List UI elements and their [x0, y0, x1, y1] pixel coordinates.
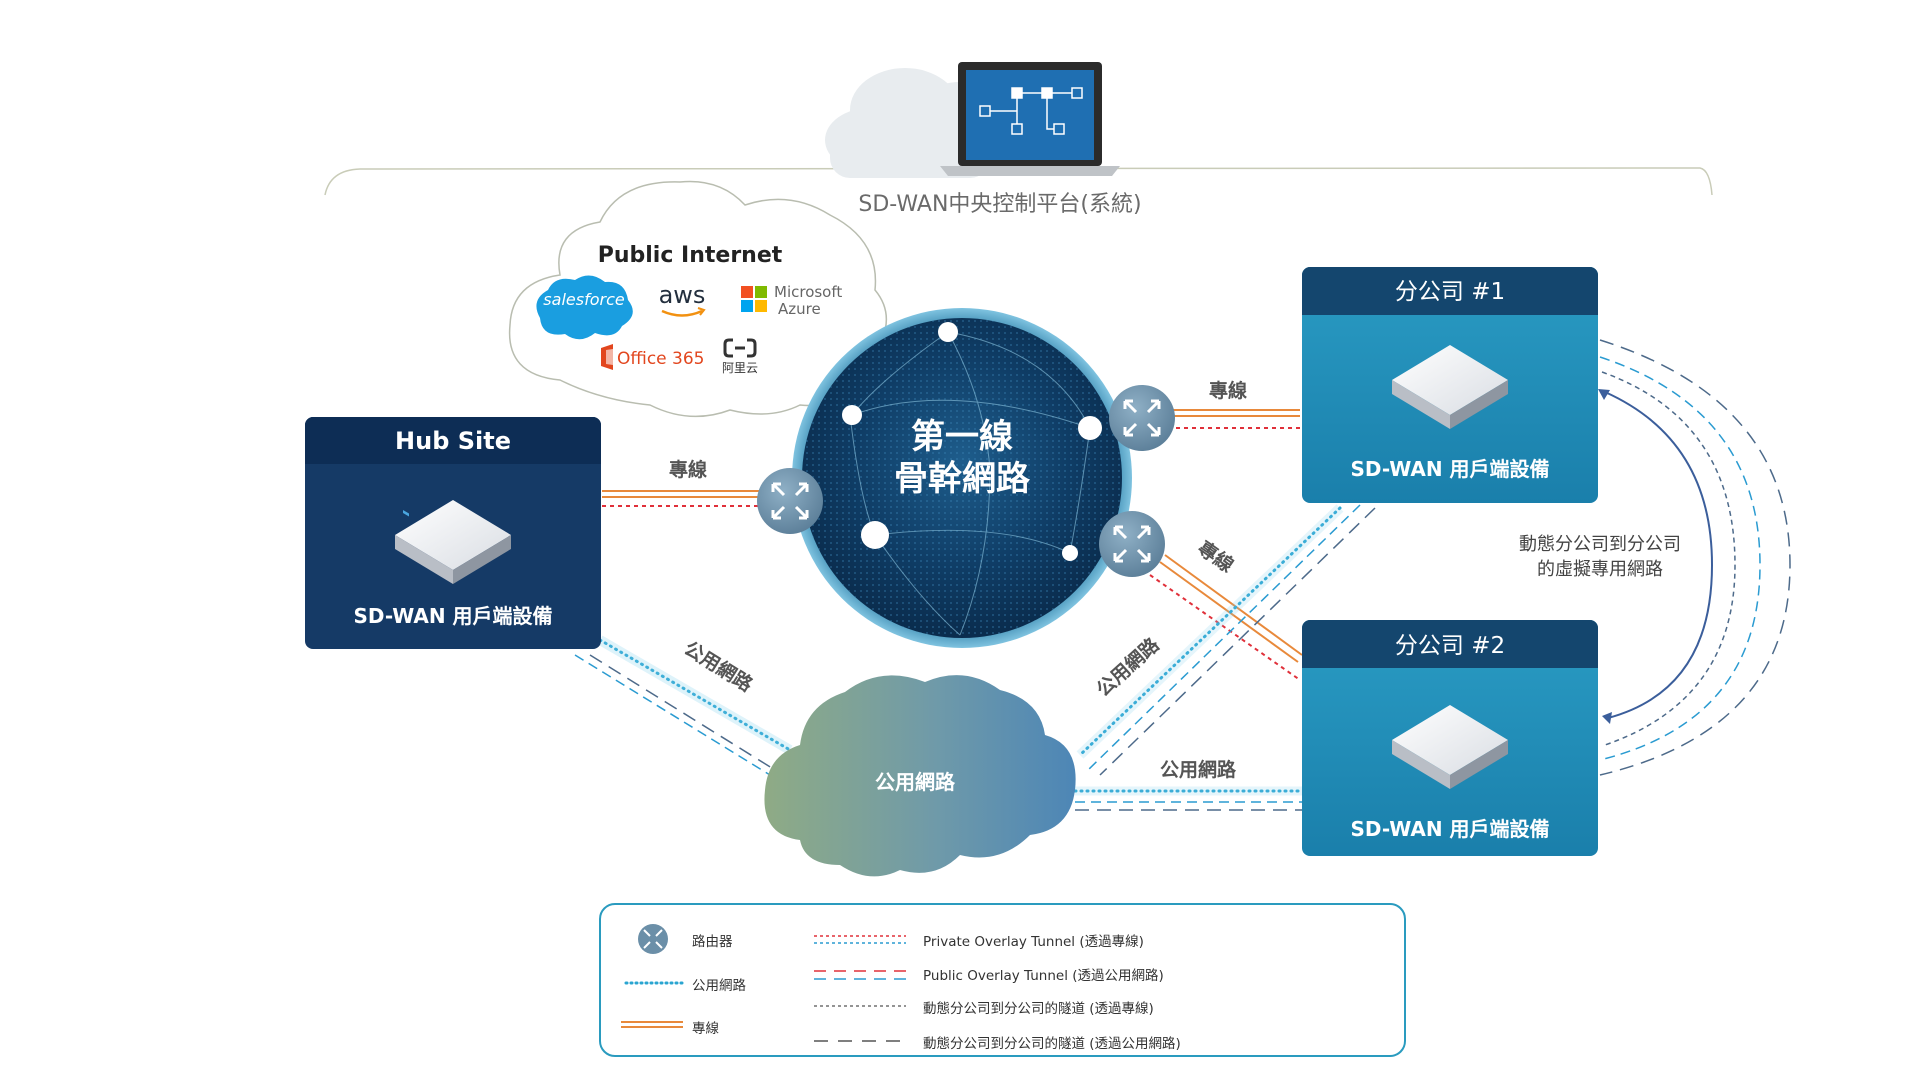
legend-public-tunnel-line [814, 970, 906, 980]
hub-site-box: Hub Site SD-WAN 用戶端設備 [305, 417, 601, 649]
hub-leased-label: 專線 [669, 458, 707, 481]
legend-router-label: 路由器 [692, 934, 733, 950]
aliyun-logo: 阿里云 [722, 338, 758, 375]
salesforce-text: salesforce [543, 290, 625, 309]
aliyun-text: 阿里云 [722, 361, 758, 375]
dynamic-vpn-line2: 的虛擬專用網路 [1537, 559, 1663, 580]
router-icon [638, 924, 668, 954]
hub-leased-link: 專線 [602, 458, 760, 507]
router-icon [1109, 385, 1175, 451]
branch2-box: 分公司 #2 SD-WAN 用戶端設備 [1302, 620, 1598, 856]
public-internet-title: Public Internet [598, 243, 783, 268]
legend-leased-line [621, 1021, 683, 1028]
aws-text: aws [659, 281, 706, 309]
backbone-line1: 第一線 [911, 417, 1013, 457]
salesforce-logo: salesforce [536, 275, 633, 340]
branch2-title: 分公司 #2 [1395, 633, 1505, 659]
b2-public-link: 公用網路 [1073, 758, 1304, 811]
router-icon [757, 468, 823, 534]
b1-leased-label: 專線 [1209, 379, 1247, 402]
hub-public-link: 公用網路 [574, 635, 793, 776]
router-icon [1099, 511, 1165, 577]
b1-leased-link: 專線 [1160, 379, 1300, 429]
office365-logo: Office 365 [601, 344, 704, 370]
backbone-line2: 骨幹網路 [894, 459, 1031, 499]
platform-label: SD-WAN中央控制平台(系統) [858, 192, 1141, 217]
hub-title: Hub Site [395, 427, 511, 455]
azure-line1: Microsoft [774, 283, 842, 301]
public-cloud-label: 公用網路 [875, 770, 956, 794]
control-platform: SD-WAN中央控制平台(系統) [324, 62, 1713, 217]
sd-wan-device-icon [1392, 345, 1508, 429]
sd-wan-device-icon [1392, 705, 1508, 789]
public-internet-cloud: Public Internet salesforce aws Microsoft… [508, 180, 887, 418]
aws-logo: aws [659, 281, 706, 317]
office365-text: Office 365 [617, 349, 704, 369]
legend-public-tunnel-label: Public Overlay Tunnel (透過公用網路) [923, 968, 1164, 984]
branch1-device-label: SD-WAN 用戶端設備 [1350, 457, 1549, 481]
b2-public-label: 公用網路 [1160, 758, 1237, 781]
legend-symbols [621, 924, 906, 1042]
branch1-title: 分公司 #1 [1395, 279, 1505, 305]
legend-dyn-public-label: 動態分公司到分公司的隧道 (透過公用網路) [923, 1036, 1181, 1052]
public-network-cloud: 公用網路 [764, 675, 1076, 877]
legend-dyn-leased-label: 動態分公司到分公司的隧道 (透過專線) [923, 1001, 1154, 1017]
azure-logo: Microsoft Azure [741, 283, 842, 318]
branch2-device-label: SD-WAN 用戶端設備 [1350, 817, 1549, 841]
legend-box: 路由器 公用網路 專線 Private Overlay Tunnel (透過專線… [599, 903, 1406, 1057]
sd-wan-device-icon [395, 500, 511, 584]
b2-leased-label: 專線 [1194, 536, 1238, 577]
b2-leased-link: 專線 [1149, 536, 1303, 681]
branch1-box: 分公司 #1 SD-WAN 用戶端設備 [1302, 267, 1598, 503]
dynamic-vpn-arcs: 動態分公司到分公司 的虛擬專用網路 [1519, 339, 1791, 776]
backbone-globe: 第一線 骨幹網路 [792, 308, 1132, 648]
azure-line2: Azure [778, 300, 821, 318]
legend-public-label: 公用網路 [692, 978, 746, 994]
legend-private-tunnel-line [814, 935, 906, 944]
laptop-icon [940, 62, 1120, 176]
dynamic-vpn-line1: 動態分公司到分公司 [1519, 534, 1681, 555]
legend-leased-label: 專線 [692, 1021, 719, 1037]
legend-private-tunnel-label: Private Overlay Tunnel (透過專線) [923, 934, 1144, 950]
hub-device-label: SD-WAN 用戶端設備 [353, 604, 552, 628]
